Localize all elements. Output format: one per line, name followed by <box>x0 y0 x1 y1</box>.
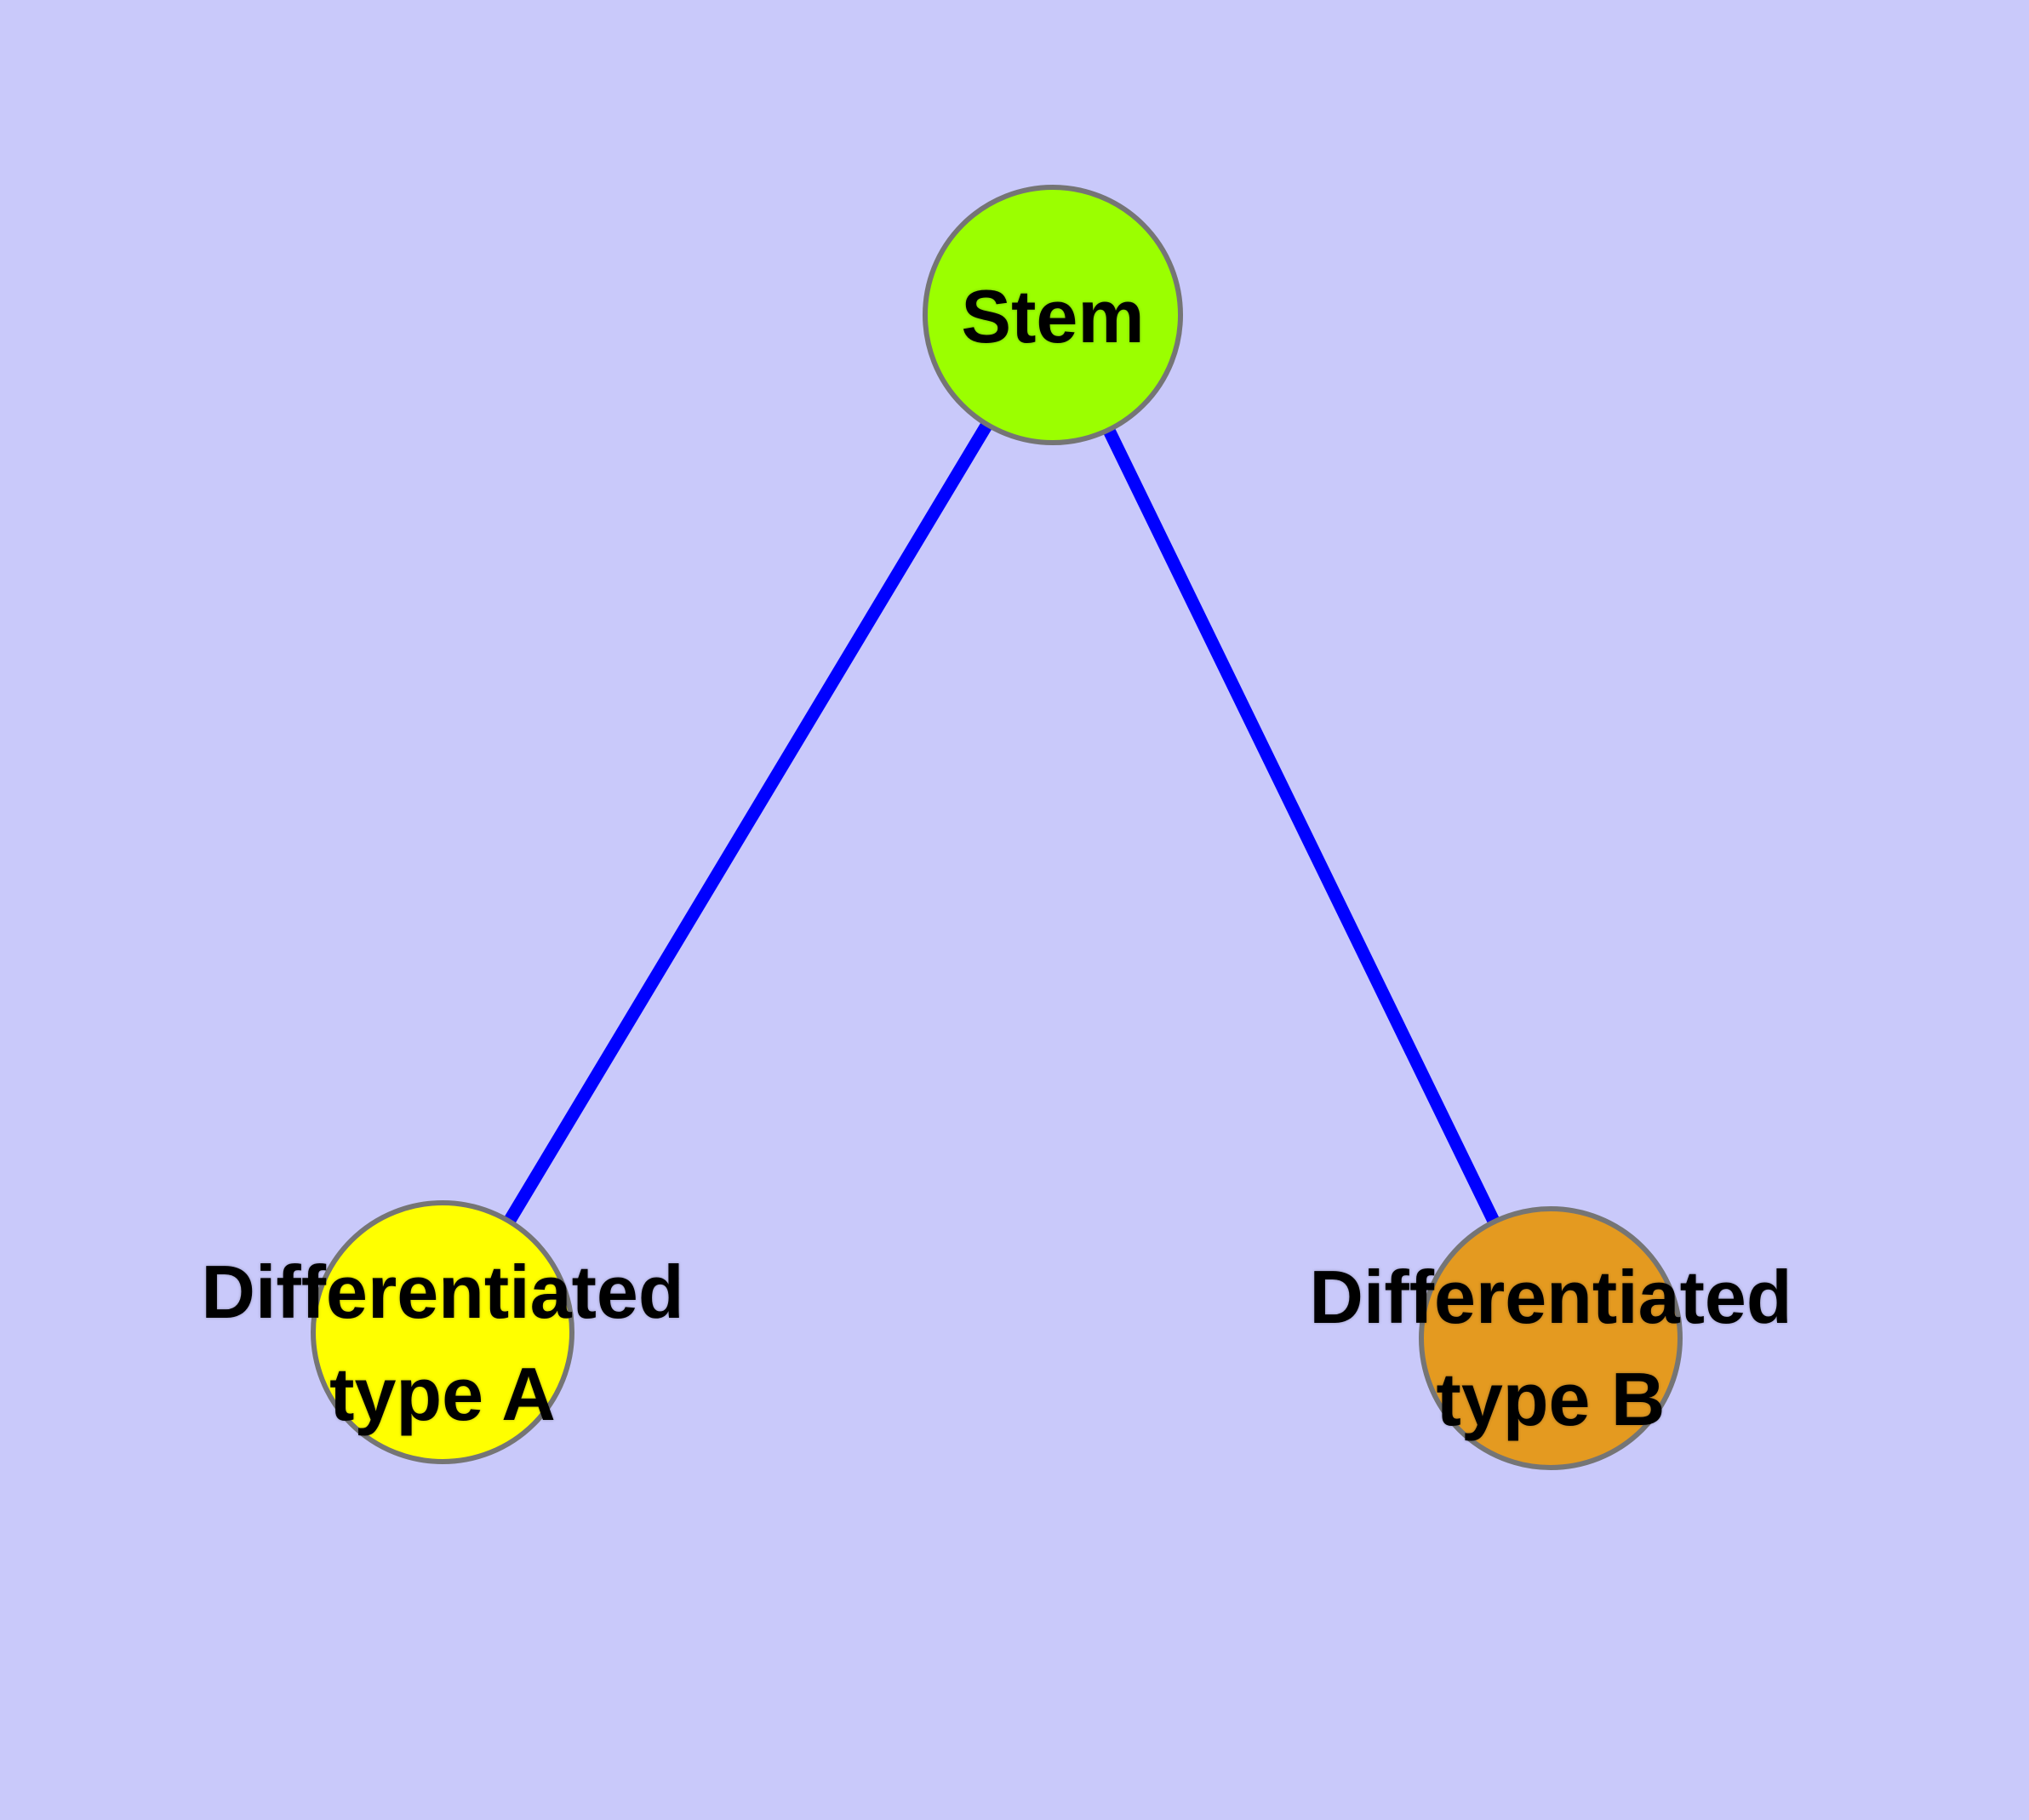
edge-stem-to-type-a <box>437 312 1059 1336</box>
edge-stem-to-type-b <box>1047 312 1557 1342</box>
node-label-line: Differentiated <box>1309 1255 1792 1339</box>
node-label-differentiated-type-a: Differentiated type A <box>201 1241 683 1445</box>
node-type-b-circle <box>1419 1206 1683 1470</box>
node-stem-circle <box>923 185 1183 445</box>
node-type-a-circle <box>311 1200 574 1464</box>
node-label-line: type A <box>329 1352 556 1436</box>
node-label-differentiated-type-b: Differentiated type B <box>1309 1246 1792 1451</box>
node-label-stem: Stem <box>961 274 1145 358</box>
node-label-line: Differentiated <box>201 1250 684 1334</box>
node-label-line: type B <box>1436 1357 1666 1441</box>
